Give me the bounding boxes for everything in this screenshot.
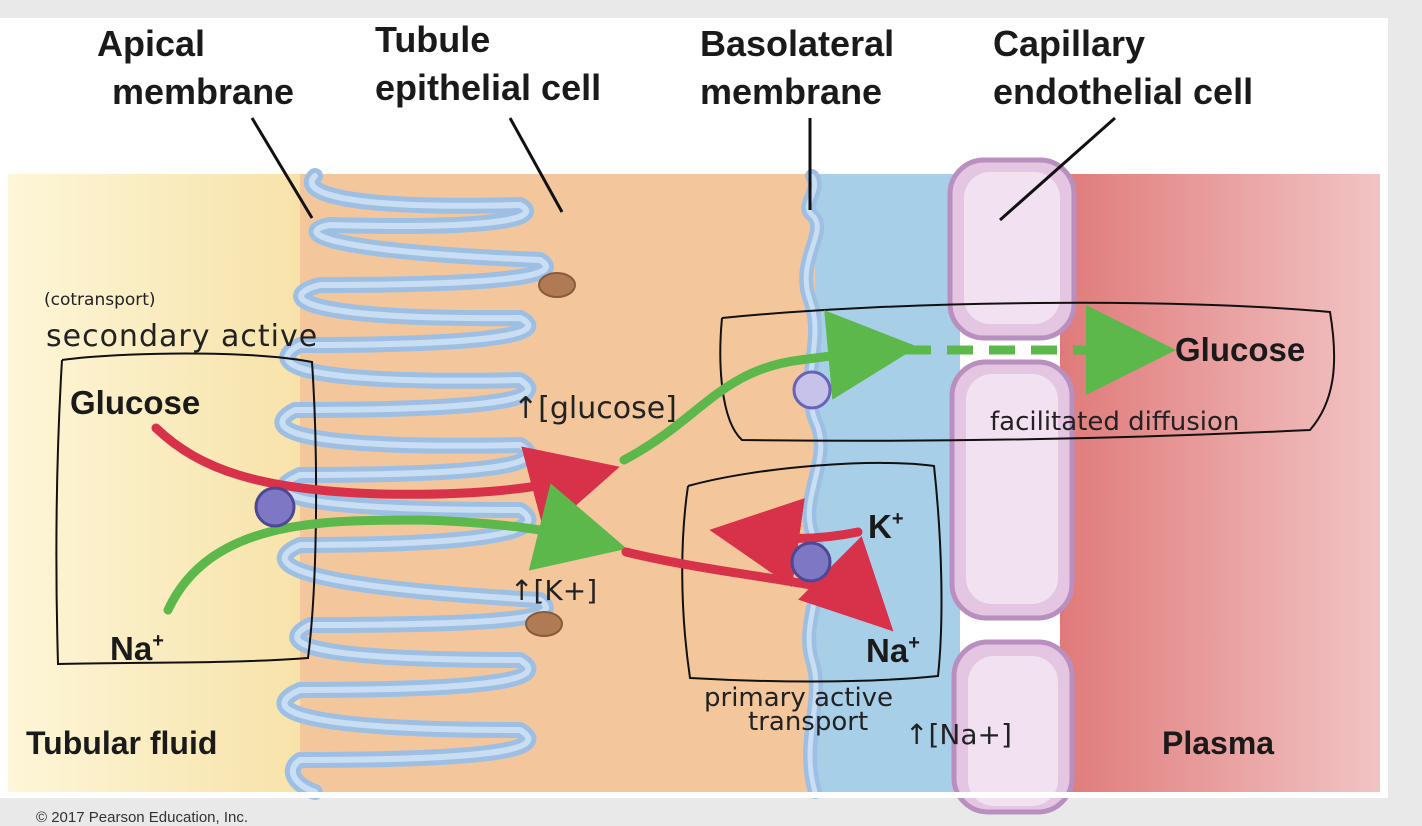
secondary-active-note: secondary active	[46, 319, 318, 354]
capillary-label-line1: Capillary	[993, 23, 1145, 64]
glucose-concentration-note: ↑[glucose]	[513, 391, 677, 426]
facilitated-box	[719, 301, 1336, 442]
primary-active-box	[681, 461, 943, 683]
primary-active-note-line2: transport	[748, 707, 868, 737]
basolateral-label-line2: membrane	[700, 71, 882, 112]
tubular-fluid-label: Tubular fluid	[26, 725, 217, 761]
capillary-pointer	[999, 116, 1116, 222]
tight-junction-bottom	[525, 611, 563, 637]
cotransport-note: (cotransport)	[44, 290, 156, 310]
k-right-label: K+	[868, 508, 904, 545]
na-k-atpase	[790, 541, 832, 583]
plasma-region	[1060, 174, 1380, 792]
tubule-pointer	[508, 117, 564, 213]
glucose-right-label: Glucose	[1175, 331, 1305, 368]
tight-junction-top	[538, 272, 576, 298]
sglt-cotransporter	[254, 486, 296, 528]
apical-label-line2: membrane	[112, 71, 294, 112]
glucose-basolateral-arrow	[619, 310, 918, 465]
endothelial-cells	[947, 157, 1077, 815]
tubule-label-line2: epithelial cell	[375, 67, 601, 108]
apical-pointer	[250, 117, 314, 219]
na-concentration-note: ↑[Na+]	[905, 718, 1012, 751]
basolateral-label-line1: Basolateral	[700, 23, 894, 64]
k-concentration-note: ↑[K+]	[510, 574, 597, 607]
na-green-arrow	[163, 483, 627, 615]
copyright-text: © 2017 Pearson Education, Inc.	[36, 809, 248, 826]
na-left-plus: +	[152, 630, 164, 652]
na-left-label: Na+	[110, 630, 164, 667]
glucose-left-label: Glucose	[70, 384, 200, 421]
k-right-plus: +	[892, 508, 904, 530]
primary-active-note-line1: primary active	[704, 683, 893, 713]
glut-transporter	[792, 370, 832, 410]
basolateral-membrane-inner	[803, 173, 824, 795]
secondary-active-box	[55, 352, 318, 666]
bottom-band	[0, 792, 1388, 798]
na-right-label: Na+	[866, 632, 920, 669]
tubule-label-line1: Tubule	[375, 19, 490, 60]
apical-label-line1: Apical	[97, 23, 205, 64]
interstitial-region	[800, 174, 960, 792]
capillary-label-line2: endothelial cell	[993, 71, 1253, 112]
na-right-plus: +	[908, 632, 920, 654]
plasma-label: Plasma	[1162, 725, 1274, 761]
facilitated-diffusion-note: facilitated diffusion	[990, 407, 1239, 437]
na-red-arrow	[621, 535, 894, 632]
